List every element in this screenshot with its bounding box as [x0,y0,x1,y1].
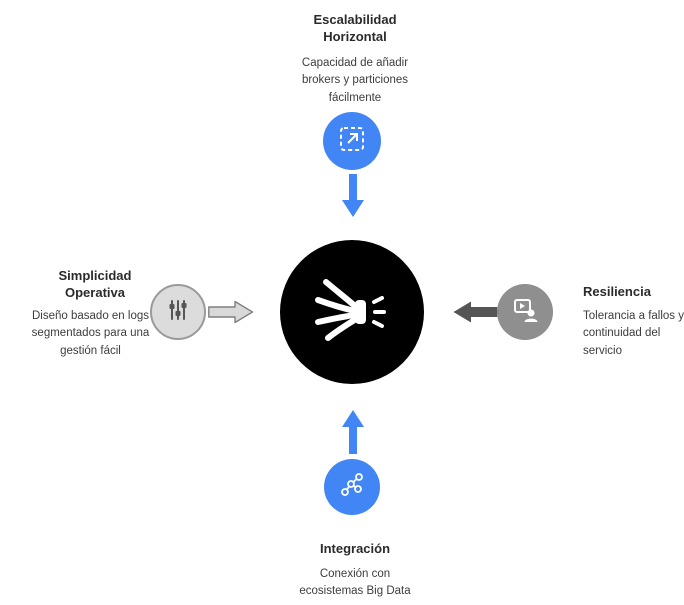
left-node-title: Simplicidad Operativa [58,268,132,300]
right-node-circle [497,284,553,340]
top-node-circle [323,112,381,170]
right-outline-arrow-icon [208,300,254,329]
kafka-octopus-icon [310,274,394,351]
center-hub-circle [280,240,424,384]
bottom-node-title: Integración [319,541,391,556]
left-node-description: Diseño basado en logs segmentados para u… [31,310,150,357]
up-arrow-icon [341,410,365,459]
bottom-node-circle [324,459,380,515]
bottom-node-description: Conexión con ecosistemas Big Data [299,568,411,598]
left-node-circle [150,284,206,340]
top-node-title: Escalabilidad Horizontal [313,12,397,44]
top-node-description: Capacidad de añadir brokers y particione… [301,57,409,104]
down-arrow-icon [341,174,365,223]
right-node-description: Tolerancia a fallos y continuidad del se… [583,310,684,357]
video-person-icon [510,295,540,330]
sliders-icon [163,295,193,330]
expand-icon [337,124,367,159]
right-node-title: Resiliencia [583,284,651,299]
left-solid-arrow-icon [452,300,498,329]
network-icon [337,470,367,505]
